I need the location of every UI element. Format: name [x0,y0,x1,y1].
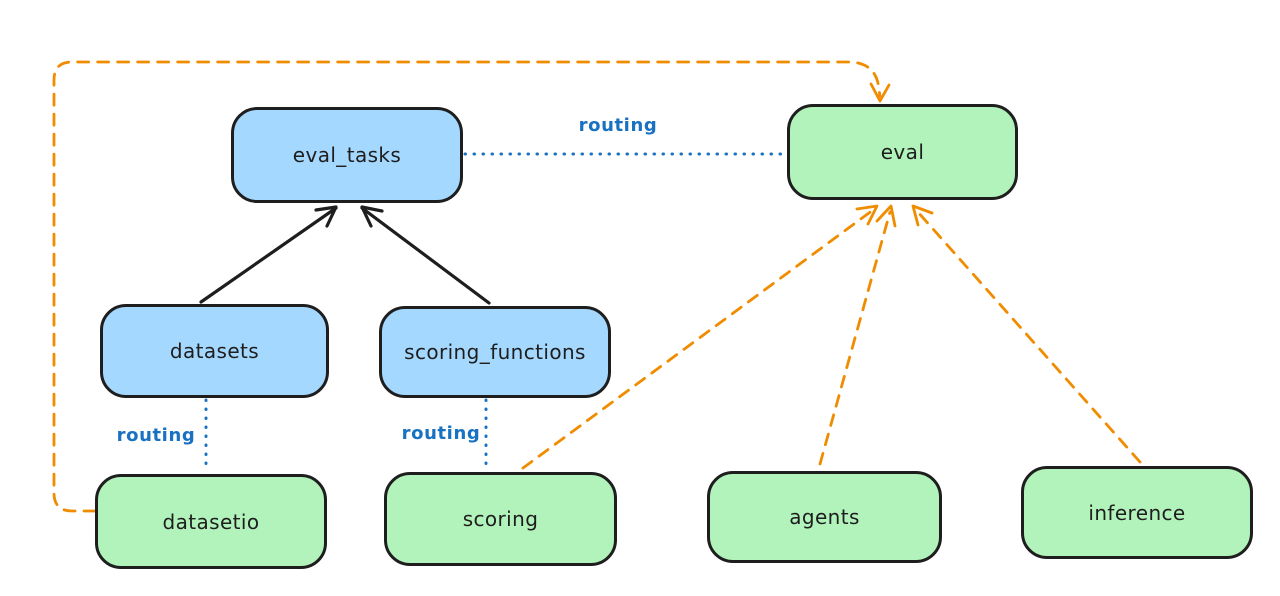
edge-label-routing-scoring: routing [401,423,481,444]
edge-datasets-to-eval-tasks [199,206,338,304]
node-datasets: datasets [100,304,329,398]
node-scoring: scoring [384,472,617,566]
edge-scoring-to-eval [521,208,875,470]
edge-label-routing-datasets: routing [116,425,196,446]
node-eval-label: eval [880,140,925,164]
node-agents-label: agents [789,505,860,529]
node-inference-label: inference [1088,500,1186,525]
edge-scoring-functions-to-eval-tasks [360,206,491,305]
node-scoring-functions: scoring_functions [379,306,611,398]
edge-datasetio-to-eval [52,60,882,513]
arrowhead-agents-to-eval [875,204,897,228]
arrowhead-datasetio-to-eval [869,82,891,103]
node-datasets-label: datasets [169,339,260,363]
arrowhead-inference-to-eval [911,204,934,227]
node-eval-tasks-label: eval_tasks [292,143,402,167]
node-eval: eval [787,104,1018,200]
edge-agents-to-eval [818,210,892,466]
node-datasetio-label: datasetio [162,509,260,534]
node-inference: inference [1021,466,1253,559]
node-eval-tasks: eval_tasks [231,107,463,203]
node-agents: agents [707,471,942,563]
arrowhead-datasets-to-eval-tasks [314,205,338,228]
edge-label-routing-top: routing [578,115,658,136]
arrowhead-scoring-to-eval [855,204,879,226]
edge-inference-to-eval [915,209,1142,464]
node-datasetio: datasetio [95,474,327,569]
node-scoring-functions-label: scoring_functions [404,340,586,364]
arrowhead-scoring-functions-to-eval-tasks [360,205,384,228]
node-scoring-label: scoring [462,507,539,531]
